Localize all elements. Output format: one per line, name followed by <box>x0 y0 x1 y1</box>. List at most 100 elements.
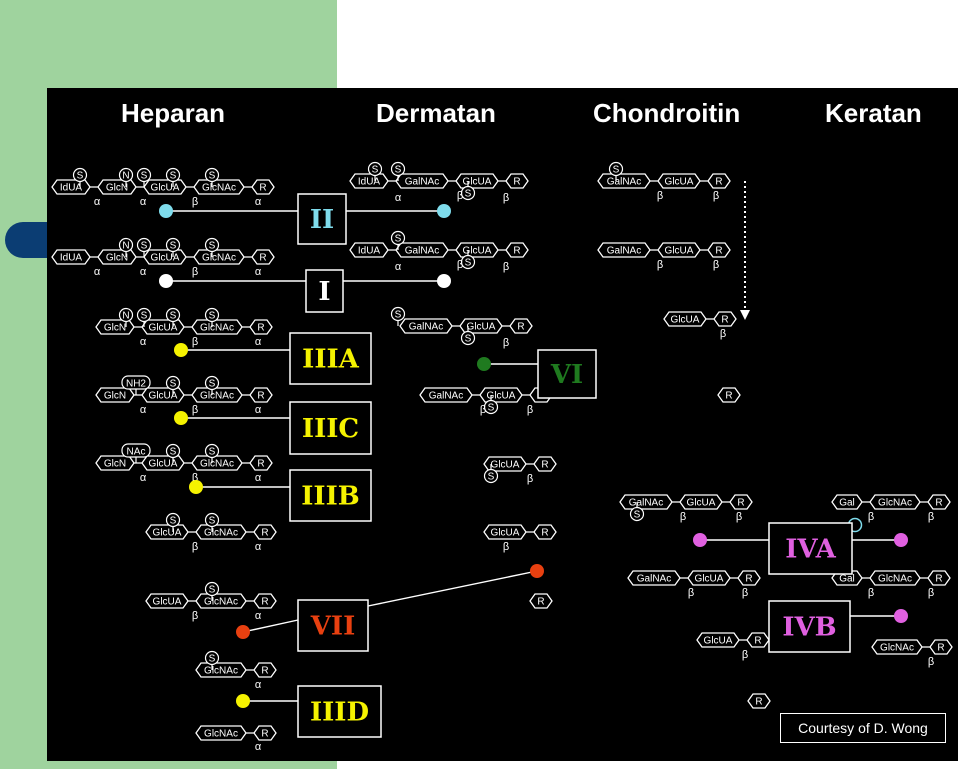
residue-label: GalNAc <box>405 177 439 188</box>
substituent-s <box>165 167 181 183</box>
linkage-alpha: α <box>140 336 147 348</box>
substituent-label: S <box>209 447 216 458</box>
enzyme-box-iiia <box>289 332 372 385</box>
substituent-label: S <box>465 334 472 345</box>
substituent-s <box>136 167 152 183</box>
residue-r <box>251 249 275 265</box>
linkage-alpha: α <box>255 610 262 622</box>
linkage-alpha: α <box>395 192 402 204</box>
header-heparan: Heparan <box>121 98 225 128</box>
residue-r <box>509 318 533 334</box>
substituent-s <box>136 307 152 323</box>
residue-label: GlcUA <box>149 391 178 402</box>
residue-label: GlcNAc <box>202 253 236 264</box>
residue-r <box>251 179 275 195</box>
enzyme-box-iva <box>768 522 853 575</box>
linkage-beta: β <box>720 328 726 340</box>
substituent-label: S <box>209 516 216 527</box>
substituent-label: S <box>209 311 216 322</box>
enzyme-box-i <box>305 269 344 313</box>
residue-label: IdUA <box>60 253 83 264</box>
substituent-s <box>390 306 406 322</box>
residue-idua <box>349 173 389 189</box>
residue-label: GalNAc <box>409 322 443 333</box>
cleavage-site-ivb <box>894 609 908 623</box>
residue-glcnac <box>869 494 921 510</box>
cleavage-site-iiib <box>189 480 203 494</box>
linkage-beta: β <box>503 337 509 349</box>
linkage-alpha: α <box>140 404 147 416</box>
substituent-label: S <box>613 165 620 176</box>
linkage-beta: β <box>527 404 533 416</box>
residue-label: GlcNAc <box>204 666 238 677</box>
residue-label: IdUA <box>358 246 381 257</box>
residue-r <box>533 456 557 472</box>
substituent-label: NAc <box>127 447 146 458</box>
residue-label: GlcNAc <box>202 183 236 194</box>
substituent-s <box>204 512 220 528</box>
residue-label: R <box>257 323 264 334</box>
linkage-beta: β <box>713 190 719 202</box>
residue-r <box>929 639 953 655</box>
linkage-beta: β <box>192 472 198 484</box>
residue-r <box>253 725 277 741</box>
residue-glcnac <box>871 639 923 655</box>
substituent-label: S <box>465 189 472 200</box>
linkage-alpha: α <box>255 741 262 753</box>
linkage-beta: β <box>736 511 742 523</box>
residue-label: R <box>715 177 722 188</box>
residue-glcnac <box>193 249 245 265</box>
linkage-beta: β <box>503 261 509 273</box>
residue-label: R <box>725 391 732 402</box>
residue-label: GlcNAc <box>200 323 234 334</box>
substituent-s <box>629 506 645 522</box>
residue-label: R <box>715 246 722 257</box>
residue-r <box>505 242 529 258</box>
header-keratan: Keratan <box>825 98 922 128</box>
substituent-label: N <box>122 171 129 182</box>
residue-label: R <box>261 729 268 740</box>
residue-r <box>249 387 273 403</box>
substituent-label: S <box>395 310 402 321</box>
cleavage-site-iiic <box>174 411 188 425</box>
substituent-label: S <box>170 516 177 527</box>
substituent-label: S <box>170 311 177 322</box>
linkage-beta: β <box>192 266 198 278</box>
substituent-s <box>165 512 181 528</box>
substituent-s <box>165 375 181 391</box>
cleavage-site-iva-right <box>894 533 908 547</box>
residue-r <box>713 311 737 327</box>
residue-r <box>249 319 273 335</box>
residue-glcnac <box>191 387 243 403</box>
substituent-s <box>608 161 624 177</box>
residue-r <box>249 455 273 471</box>
substituent-label: N <box>122 311 129 322</box>
substituent-s <box>483 399 499 415</box>
residue-glcnac <box>195 593 247 609</box>
substituent-label: S <box>170 447 177 458</box>
residue-label: GlcN <box>104 323 126 334</box>
enzyme-box-iiic <box>289 401 372 455</box>
residue-glcn <box>95 455 135 471</box>
substituent-nh2 <box>121 375 151 390</box>
substituent-label: S <box>141 171 148 182</box>
residue-label: R <box>261 666 268 677</box>
substituent-label: S <box>209 585 216 596</box>
linkage-beta: β <box>657 259 663 271</box>
residue-label: R <box>513 246 520 257</box>
linkage-alpha: α <box>395 261 402 273</box>
linkage-beta: β <box>192 541 198 553</box>
enzyme-label-iiib: IIIB <box>301 482 359 512</box>
residue-label: GalNAc <box>429 391 463 402</box>
substituent-s <box>390 230 406 246</box>
substituent-s <box>165 443 181 459</box>
residue-label: GlcNAc <box>200 391 234 402</box>
enzyme-label-ii: II <box>310 205 334 235</box>
residue-label: GlcUA <box>151 253 180 264</box>
linkage-alpha: α <box>140 266 147 278</box>
residue-label: GlcN <box>106 183 128 194</box>
enzyme-label-vii: VII <box>310 612 356 642</box>
linkage-alpha: α <box>255 541 262 553</box>
residue-label: GalNAc <box>607 177 641 188</box>
residue-r <box>707 242 731 258</box>
